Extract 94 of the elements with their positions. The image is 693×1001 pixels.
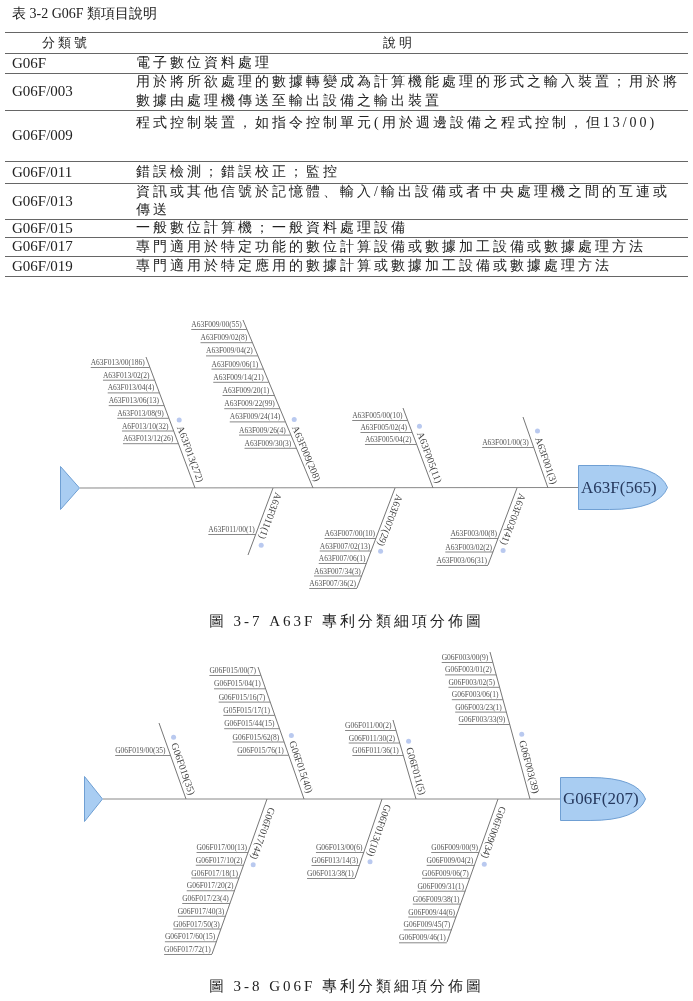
connector-line xyxy=(212,381,270,383)
connector-line xyxy=(222,395,275,396)
connector-line xyxy=(222,714,276,716)
connector-line xyxy=(458,724,511,725)
connector-line xyxy=(207,534,257,535)
connector-line xyxy=(306,878,356,879)
connector-line xyxy=(416,890,466,892)
column-header: 說明 xyxy=(383,34,415,52)
code-text: G06F/011 xyxy=(12,163,73,182)
connector-line xyxy=(319,550,372,552)
connector-line xyxy=(451,699,504,701)
connector-line xyxy=(196,852,249,853)
connector-line xyxy=(213,688,266,690)
connector-line xyxy=(398,942,448,944)
connector-line xyxy=(351,420,408,421)
connector-line xyxy=(181,903,231,904)
connector-line xyxy=(238,434,292,436)
connector-line xyxy=(108,405,165,407)
connector-line xyxy=(211,368,264,370)
connector-line xyxy=(311,865,360,866)
connector-line xyxy=(190,877,240,879)
table-title: 表 3-2 G06F 類項目說明 xyxy=(12,5,158,23)
connector-line xyxy=(114,755,171,756)
connector-line xyxy=(412,903,462,905)
connector-line xyxy=(223,728,280,730)
description-text: 一般數位計算機；一般資料處理設備 xyxy=(136,219,409,237)
code-text: G06F xyxy=(12,54,47,73)
connector-line xyxy=(218,701,271,703)
connector-line xyxy=(364,444,417,445)
connector-line xyxy=(163,954,213,955)
code-text: G06F/009 xyxy=(12,126,73,145)
connector-line xyxy=(205,355,259,357)
connector-line xyxy=(308,588,358,589)
connector-line xyxy=(351,755,404,756)
connector-line xyxy=(190,329,248,330)
connector-line xyxy=(244,447,297,449)
connector-line xyxy=(441,662,494,663)
code-text: G06F/003 xyxy=(12,82,73,101)
connector-line xyxy=(421,877,471,879)
connector-line xyxy=(121,430,174,432)
connector-line xyxy=(344,730,397,731)
fish-tail xyxy=(84,776,103,822)
spine-line xyxy=(102,798,561,800)
connector-line xyxy=(122,443,179,445)
fish-head: A63F(565) xyxy=(578,465,668,510)
connector-line xyxy=(481,447,535,448)
figure-caption: 圖 3-7 A63F 專利分類細項分佈圖 xyxy=(207,612,486,631)
spine-line xyxy=(79,487,579,489)
connector-line xyxy=(403,929,452,931)
connector-line xyxy=(102,379,155,381)
connector-line xyxy=(359,432,413,433)
connector-line xyxy=(116,417,170,419)
figure-caption: 圖 3-8 G06F 專利分類細項分佈圖 xyxy=(207,977,486,996)
column-header: 分類號 xyxy=(42,34,90,52)
description-text: 專門適用於特定應用的數據計算或數據加工設備或數據處理方法 xyxy=(136,257,613,275)
connector-line xyxy=(172,928,222,930)
connector-line xyxy=(444,551,494,553)
connector-line xyxy=(318,563,367,564)
description-text: 錯誤檢測；錯誤校正；監控 xyxy=(136,163,341,181)
connector-line xyxy=(223,408,281,410)
code-text: G06F/019 xyxy=(12,257,73,276)
connector-line xyxy=(313,575,363,577)
connector-line xyxy=(444,674,497,676)
description-text: 用於將所欲處理的數據轉變成為計算機能處理的形式之輸入裝置；用於將數據由處理機傳送至輸出設備之輸出裝置 xyxy=(136,73,681,110)
fish-tail xyxy=(60,466,80,510)
description-text: 電子數位資料處理 xyxy=(136,54,273,72)
connector-line xyxy=(324,538,377,539)
fish-head: G06F(207) xyxy=(560,777,646,821)
code-text: G06F/017 xyxy=(12,237,73,256)
connector-line xyxy=(426,864,475,866)
connector-line xyxy=(229,421,286,423)
description-text: 專門適用於特定功能的數位計算設備或數據加工設備或數據處理方法 xyxy=(136,238,647,256)
connector-line xyxy=(186,890,236,892)
connector-line xyxy=(236,754,290,756)
connector-line xyxy=(200,342,253,344)
code-text: G06F/013 xyxy=(12,192,73,211)
connector-line xyxy=(164,941,217,943)
description-text: 資訊或其他信號於記憶體、輸入/輸出設備或者中央處理機之間的互連或傳送 xyxy=(136,183,671,219)
connector-line xyxy=(407,916,457,918)
connector-line xyxy=(177,915,227,917)
connector-line xyxy=(430,852,480,853)
connector-line xyxy=(90,367,151,368)
connector-line xyxy=(315,852,365,853)
code-text: G06F/015 xyxy=(12,219,73,237)
connector-line xyxy=(454,711,507,713)
connector-line xyxy=(208,675,262,676)
connector-line xyxy=(348,742,401,744)
connector-line xyxy=(107,392,160,394)
connector-line xyxy=(232,741,285,743)
connector-line xyxy=(447,686,500,688)
connector-line xyxy=(435,565,489,566)
connector-line xyxy=(449,538,499,539)
connector-line xyxy=(195,864,245,866)
description-text: 程式控制裝置，如指令控制單元(用於週邊設備之程式控制，但13/00) xyxy=(136,114,659,132)
